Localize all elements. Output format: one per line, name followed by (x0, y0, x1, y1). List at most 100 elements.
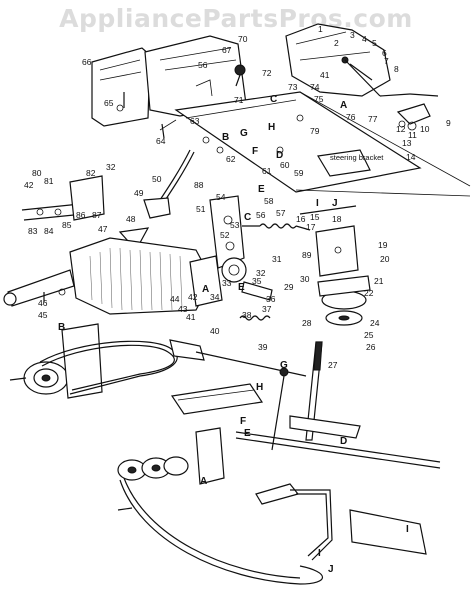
callout-81: 81 (44, 176, 54, 186)
callout-73: 73 (288, 82, 298, 92)
callout-82: 82 (86, 168, 96, 178)
callout-40: 40 (210, 326, 220, 336)
lift-shaft[interactable] (235, 415, 441, 469)
callout-14: 14 (406, 152, 416, 162)
fender-assembly[interactable] (285, 23, 411, 97)
letter-H-low: H (256, 382, 263, 393)
letter-D-low: D (340, 436, 347, 447)
callout-66: 66 (82, 57, 92, 67)
callout-labels: 66 65 67 70 56 71 64 63 72 73 74 75 41 7… (24, 24, 451, 370)
throttle-knob[interactable] (234, 64, 246, 76)
idler-arm[interactable] (169, 339, 307, 485)
pulley-bracket[interactable] (299, 205, 359, 277)
letter-D-top: D (276, 150, 283, 161)
callout-54: 54 (216, 192, 226, 202)
letter-F-top: F (252, 146, 258, 157)
callout-56: 56 (198, 60, 208, 70)
callout-41b: 41 (186, 312, 196, 322)
callout-33: 33 (222, 278, 232, 288)
callout-88: 88 (194, 180, 204, 190)
callout-24: 24 (370, 318, 380, 328)
callout-80: 80 (32, 168, 42, 178)
letter-A-low: A (200, 476, 207, 487)
letter-E-low: E (244, 428, 251, 439)
callout-27: 27 (328, 360, 338, 370)
lift-lever[interactable] (305, 341, 323, 441)
letter-I-low2: I (406, 524, 409, 535)
callout-4: 4 (362, 34, 367, 44)
letter-F-low: F (240, 416, 246, 427)
letter-I-top: I (316, 198, 319, 209)
transaxle[interactable] (3, 237, 223, 315)
callout-1: 1 (318, 24, 323, 34)
callout-50: 50 (152, 174, 162, 184)
lower-pulley-stack[interactable] (117, 456, 189, 481)
callout-20: 20 (380, 254, 390, 264)
callout-51: 51 (196, 204, 206, 214)
tension-spring[interactable] (242, 223, 311, 231)
letter-J-top: J (332, 198, 338, 209)
callout-57: 57 (276, 208, 286, 218)
letter-C-mid: C (244, 212, 251, 223)
letter-B-low: B (58, 322, 65, 333)
callout-58: 58 (264, 196, 274, 206)
steering-column[interactable] (143, 149, 195, 219)
steering-bracket-label: steering bracket (330, 153, 384, 162)
deck-belt[interactable] (119, 477, 323, 585)
mounting-bracket[interactable] (209, 195, 245, 269)
callout-25: 25 (364, 330, 374, 340)
callout-28: 28 (302, 318, 312, 328)
shift-linkage[interactable] (21, 175, 105, 221)
callout-70: 70 (238, 34, 248, 44)
callout-85: 85 (62, 220, 72, 230)
drive-belt[interactable] (39, 340, 178, 395)
callout-6: 6 (382, 48, 387, 58)
callout-31: 31 (272, 254, 282, 264)
callout-62: 62 (226, 154, 236, 164)
callout-37: 37 (262, 304, 272, 314)
callout-64: 64 (156, 136, 166, 146)
callout-77: 77 (368, 114, 378, 124)
callout-26: 26 (366, 342, 376, 352)
letter-A-mid: A (202, 284, 209, 295)
brake-linkage[interactable] (396, 93, 439, 131)
steering-bracket[interactable] (295, 149, 471, 197)
callout-9: 9 (446, 118, 451, 128)
letter-H-top: H (268, 122, 275, 133)
callout-42b: 42 (188, 292, 198, 302)
callout-8: 8 (394, 64, 399, 74)
drive-pulleys[interactable] (23, 323, 103, 399)
callout-41: 41 (320, 70, 330, 80)
callout-39: 39 (258, 342, 268, 352)
callout-49: 49 (134, 188, 144, 198)
callout-32: 32 (106, 162, 116, 172)
clutch-pedal[interactable] (255, 483, 427, 561)
callout-65: 65 (104, 98, 114, 108)
callout-45: 45 (38, 310, 48, 320)
idler-pulley[interactable] (317, 275, 371, 326)
callout-32b: 32 (256, 268, 266, 278)
callout-18: 18 (332, 214, 342, 224)
clutch-assembly[interactable] (221, 257, 273, 321)
callout-84: 84 (44, 226, 54, 236)
letter-B-top: B (222, 132, 229, 143)
callout-5: 5 (372, 38, 377, 48)
callout-16: 16 (296, 214, 306, 224)
callout-22: 22 (364, 288, 374, 298)
callout-79: 79 (310, 126, 320, 136)
callout-67: 67 (222, 45, 232, 55)
callout-48: 48 (126, 214, 136, 224)
callout-38: 38 (242, 310, 252, 320)
callout-21: 21 (374, 276, 384, 286)
lift-plate[interactable] (170, 383, 264, 415)
callout-72: 72 (262, 68, 272, 78)
dash-panel[interactable] (91, 47, 151, 127)
letter-E-top: E (258, 184, 265, 195)
letter-A-top: A (340, 100, 347, 111)
callout-63: 63 (190, 116, 200, 126)
callout-29: 29 (284, 282, 294, 292)
callout-11: 11 (408, 130, 417, 140)
letter-J-low: J (328, 564, 334, 575)
callout-15: 15 (310, 212, 320, 222)
